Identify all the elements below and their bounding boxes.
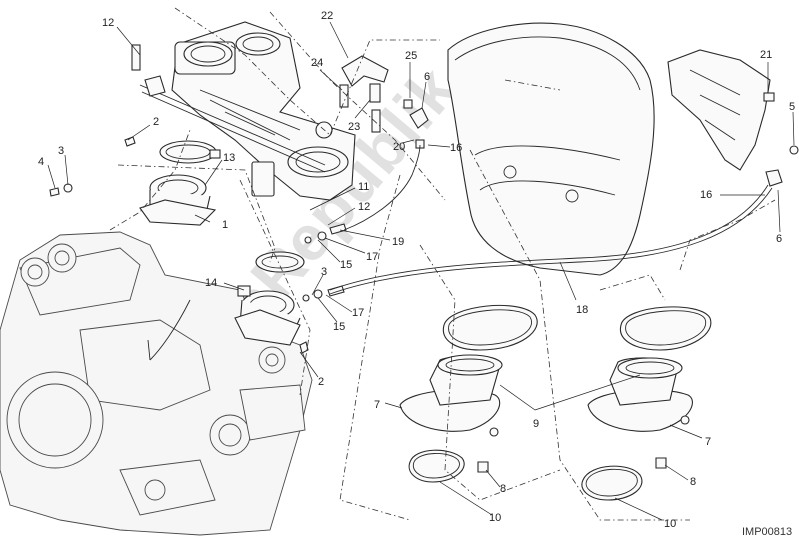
- vent-hose-upper: [343, 144, 421, 231]
- vent-hose: [329, 184, 769, 291]
- callout-18: 18: [576, 304, 588, 316]
- diagram-code: IMP00813: [742, 526, 792, 538]
- o-ring-right: [581, 465, 643, 501]
- callout-3b: 3: [321, 266, 327, 278]
- callout-7b: 7: [705, 436, 711, 448]
- callout-19: 19: [392, 236, 404, 248]
- callout-16: 16: [450, 142, 462, 154]
- callout-13: 13: [223, 152, 235, 164]
- intake-manifold-lower: [234, 285, 301, 346]
- callout-8: 8: [690, 476, 696, 488]
- callout-15: 15: [340, 259, 352, 271]
- intake-clamp-upper: [159, 140, 221, 164]
- callout-23: 23: [348, 121, 360, 133]
- callout-25: 25: [405, 50, 417, 62]
- callout-24: 24: [311, 57, 323, 69]
- callout-9: 9: [533, 418, 539, 430]
- callout-12b: 12: [358, 201, 370, 213]
- callout-2: 2: [153, 116, 159, 128]
- callout-15b: 15: [333, 321, 345, 333]
- callout-22: 22: [321, 10, 333, 22]
- callout-labels: 12 22 25 24 6 21 5 2 23 20 16 16 13 4 3 …: [38, 10, 795, 530]
- intake-clamp-lower: [255, 251, 305, 273]
- callout-6b: 6: [776, 233, 782, 245]
- callout-10b: 10: [664, 518, 676, 530]
- engine-block: [0, 231, 313, 536]
- callout-8b: 8: [500, 483, 506, 495]
- callout-6: 6: [424, 71, 430, 83]
- o-ring-left: [408, 449, 465, 483]
- air-funnel-left: [399, 354, 503, 432]
- callout-4: 4: [38, 156, 44, 168]
- leader-lines: [47, 21, 795, 521]
- air-funnel-right: [587, 357, 693, 432]
- callout-17: 17: [366, 251, 378, 263]
- gasket-left: [442, 304, 538, 351]
- intake-manifold-upper: [139, 174, 217, 226]
- gasket-right: [619, 306, 712, 351]
- callout-21: 21: [760, 49, 772, 61]
- throttle-body: [131, 21, 356, 201]
- callout-14: 14: [205, 277, 217, 289]
- callout-1: 1: [222, 219, 228, 231]
- bracket-and-sensor: [339, 55, 429, 149]
- callout-3: 3: [58, 145, 64, 157]
- callout-20: 20: [393, 141, 405, 153]
- mounting-bracket: [667, 49, 799, 187]
- callout-2b: 2: [318, 376, 324, 388]
- callout-17b: 17: [352, 307, 364, 319]
- callout-11: 11: [358, 181, 369, 193]
- callout-16b: 16: [700, 189, 712, 201]
- airbox: [447, 22, 655, 276]
- callout-5: 5: [789, 101, 795, 113]
- callout-12: 12: [102, 17, 114, 29]
- callout-7: 7: [374, 399, 380, 411]
- callout-10: 10: [489, 512, 501, 524]
- assembly-lines: [109, 7, 776, 521]
